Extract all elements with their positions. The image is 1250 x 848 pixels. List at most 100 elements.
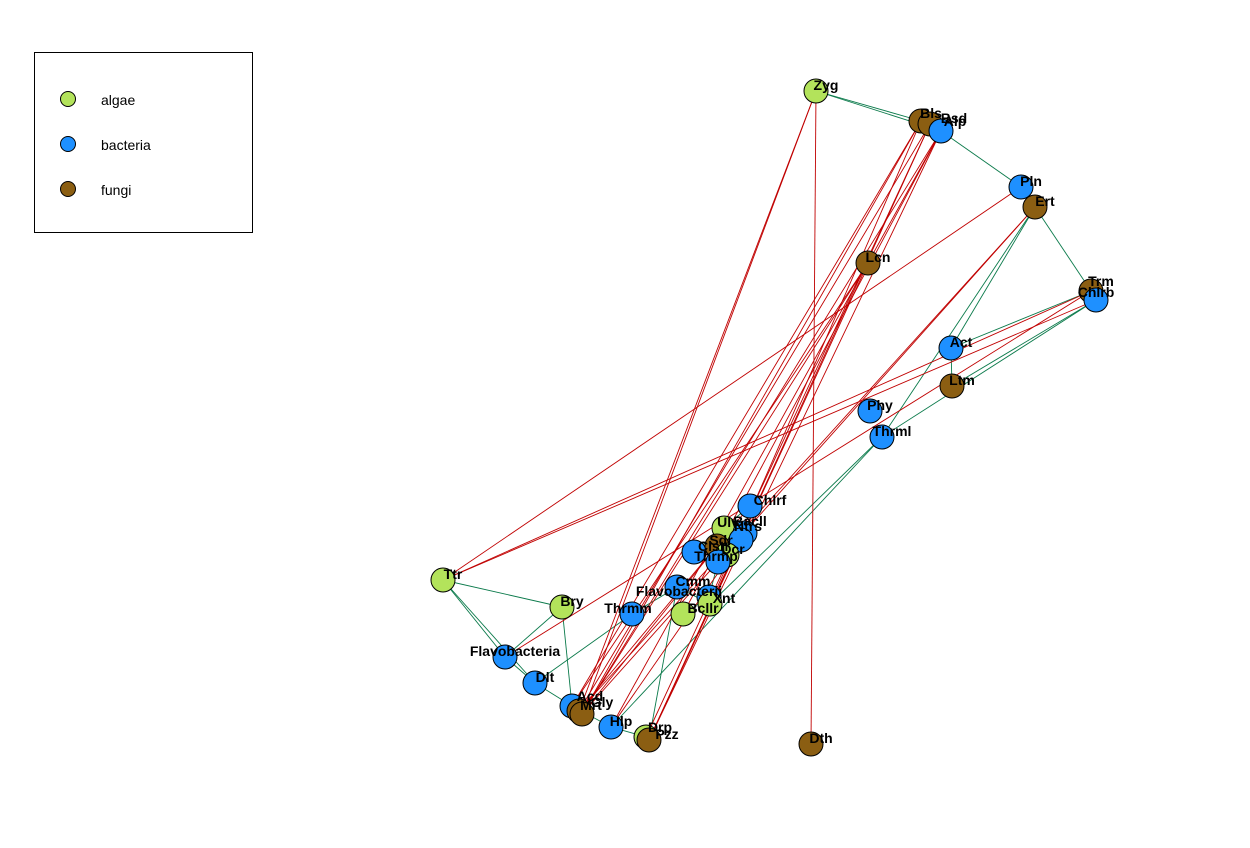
label-layer: ZygBlsBsdAlpPlnErtLcnTrmChlrbActLtmPhyTh…: [444, 77, 1115, 746]
legend-item-algae: algae: [35, 90, 252, 110]
node-flavobacteria: [492, 644, 518, 670]
edge-thrml-hlp: [610, 436, 883, 728]
legend-swatch-algae: [60, 91, 76, 107]
node-label-ntrs: Ntrs: [734, 518, 762, 534]
node-thrmm: [619, 601, 645, 627]
edge-alp-pzz: [648, 130, 942, 741]
edge-chlrb-ltm: [951, 299, 1097, 387]
edge-ttr-bry: [442, 579, 563, 608]
node-bcllr: [670, 601, 696, 627]
node-zyg: [803, 78, 829, 104]
edge-trm-act: [950, 290, 1092, 349]
edge-ert-act: [950, 206, 1036, 349]
edge-dlt-thrmm: [534, 613, 633, 684]
node-label-xnt: Xnt: [713, 590, 736, 606]
node-cmm: [664, 574, 690, 600]
legend-label-algae: algae: [101, 92, 136, 108]
edge-lcn-acd: [571, 262, 869, 707]
edge-sdr-gly: [581, 545, 718, 715]
node-label-flavobacteria: Flavobacteria: [470, 643, 560, 659]
legend-swatch-bacteria: [60, 136, 76, 152]
edge-ttr-flavobacteria: [442, 579, 506, 658]
node-label-ert: Ert: [1035, 193, 1055, 209]
edge-lcn-gly: [581, 262, 869, 715]
edge-alp-pln: [940, 130, 1022, 188]
edge-trm-flavobacteria: [504, 290, 1092, 658]
node-gly: [569, 701, 595, 727]
legend-swatch-fungi: [60, 181, 76, 197]
node-thrml: [869, 424, 895, 450]
node-label-ltm: Ltm: [949, 372, 975, 388]
node-layer: [430, 78, 1109, 757]
node-label-lcn: Lcn: [866, 249, 891, 265]
node-label-dlt: Dlt: [536, 669, 555, 685]
edge-ert-thrml: [881, 206, 1036, 438]
node-label-chlrb: Chlrb: [1078, 284, 1115, 300]
legend-label-fungi: fungi: [101, 182, 132, 198]
node-label-dcr: Dcr: [721, 541, 745, 557]
node-lcn: [855, 250, 881, 276]
legend-item-bacteria: bacteria: [35, 135, 252, 155]
node-label-alp: Alp: [944, 113, 967, 129]
edge-zyg-mrt: [578, 90, 817, 712]
node-label-bsd: Bsd: [941, 110, 967, 126]
node-label-pln: Pln: [1020, 173, 1042, 189]
edge-ert-mrt: [578, 206, 1036, 712]
node-label-cmm: Cmm: [675, 573, 710, 589]
node-chlrf: [737, 493, 763, 519]
node-dth: [798, 731, 824, 757]
edge-zyg-gly: [581, 90, 817, 715]
edge-trm-ttr: [442, 290, 1092, 581]
node-chlrb: [1083, 287, 1109, 313]
node-xnt: [697, 591, 723, 617]
node-label-bry: Bry: [560, 593, 584, 609]
node-label-hlp: Hlp: [610, 713, 633, 729]
node-label-trm: Trm: [1088, 273, 1114, 289]
node-label-phy: Phy: [867, 397, 893, 413]
node-hlp: [598, 714, 624, 740]
node-label-bcllr: Bcllr: [687, 600, 719, 616]
node-label-ttr: Ttr: [444, 566, 463, 582]
node-label-dth: Dth: [809, 730, 832, 746]
node-label-chlrf: Chlrf: [754, 492, 787, 508]
node-label-ulv: Ulv: [717, 514, 739, 530]
node-ttr: [430, 567, 456, 593]
node-label-sdr: Sdr: [709, 532, 733, 548]
node-label-bls: Bls: [920, 105, 942, 121]
node-ltm: [939, 373, 965, 399]
node-phy: [857, 398, 883, 424]
edge-ttr-dlt: [442, 579, 536, 684]
node-pln: [1008, 174, 1034, 200]
legend: algae bacteria fungi: [34, 52, 253, 233]
node-thrmp: [705, 549, 731, 575]
node-act: [938, 335, 964, 361]
edge-ert-trm: [1034, 206, 1092, 292]
edge-bry-acd: [561, 606, 573, 707]
node-pzz: [636, 727, 662, 753]
edge-chlrb-ttr: [442, 299, 1097, 581]
edge-zyg-dth: [810, 90, 817, 745]
node-label-drp: Drp: [648, 719, 672, 735]
edge-alp-hlp: [610, 130, 942, 728]
node-dlt: [522, 670, 548, 696]
node-bry: [549, 594, 575, 620]
edge-pln-ttr: [442, 186, 1022, 581]
node-alp: [928, 118, 954, 144]
node-label-flavobacterii: Flavobacterii: [636, 583, 722, 599]
node-label-act: Act: [950, 334, 973, 350]
node-ert: [1022, 194, 1048, 220]
legend-item-fungi: fungi: [35, 180, 252, 200]
edge-thrml-xnt: [709, 436, 883, 605]
node-label-clstr: Clstr: [698, 538, 730, 554]
legend-label-bacteria: bacteria: [101, 137, 151, 153]
node-label-pzz: Pzz: [655, 726, 678, 742]
edge-zyg-bls: [815, 90, 922, 122]
node-label-gly: Gly: [591, 694, 614, 710]
node-label-thrmm: Thrmm: [604, 600, 651, 616]
edge-bry-flavobacteria: [504, 606, 563, 658]
node-label-mrt: Mrt: [580, 697, 602, 713]
node-clstr: [681, 539, 707, 565]
node-label-thrmp: Thrmp: [694, 548, 738, 564]
edge-ert-gly: [581, 206, 1036, 715]
